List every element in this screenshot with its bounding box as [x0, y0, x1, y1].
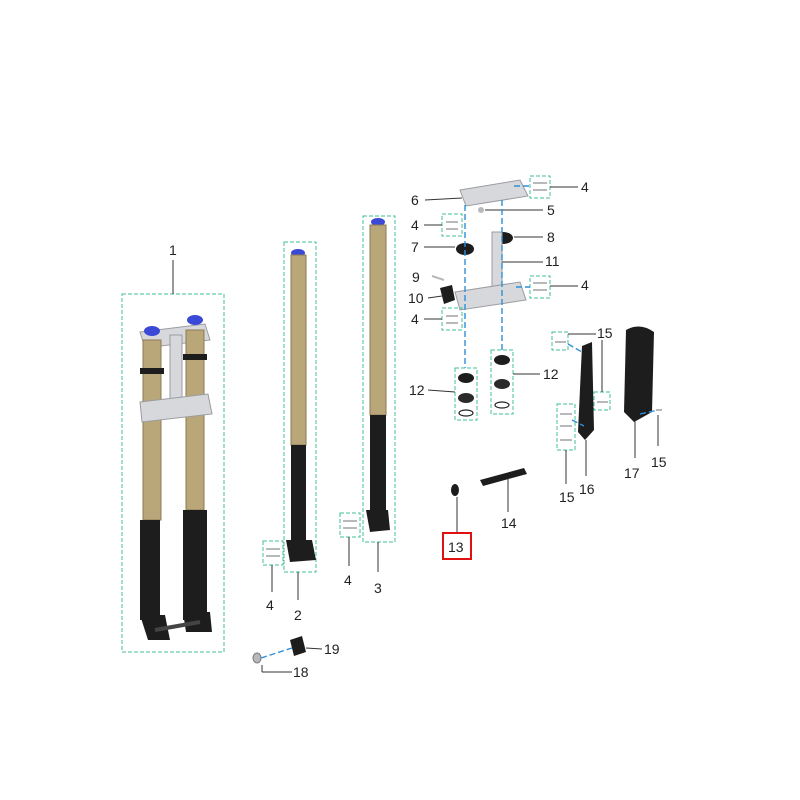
part-12a-bearing-top [458, 373, 474, 383]
part-1-left-lower-leg [140, 520, 160, 620]
part-16-fork-guard-left[interactable]: 16 [578, 342, 595, 497]
part-3-upper-tube [369, 224, 387, 416]
callout-7: 7 [411, 239, 419, 255]
part-7-bearing[interactable] [456, 243, 474, 255]
triple-clamp-group: 6 4 5 4 7 8 11 9 10 [408, 175, 589, 421]
part-19-clamp-body [290, 636, 306, 656]
part-15a-bracket [551, 331, 569, 351]
part-14-axle-body [480, 468, 527, 486]
part-15-guard-bolts[interactable]: 15 15 [551, 325, 613, 505]
part-18-bolt[interactable]: 18 [252, 647, 309, 680]
part-12a-bearing-mid [458, 393, 474, 403]
part-4a-bracket [262, 540, 284, 566]
part-12b-seal [494, 401, 510, 409]
part-10-leader [427, 295, 443, 299]
part-12a-leader [427, 389, 456, 393]
callout-4e: 4 [581, 277, 589, 293]
part-12b-bracket[interactable] [490, 349, 514, 415]
callout-2: 2 [294, 607, 302, 623]
callout-8: 8 [547, 229, 555, 245]
callout-18: 18 [293, 664, 309, 680]
part-4b-bracket [339, 512, 361, 538]
part-2-lower-leg [291, 445, 306, 540]
part-2-foot [286, 540, 316, 562]
part-1-left-guard-strap [140, 368, 164, 374]
callout-11: 11 [545, 253, 560, 269]
part-6-leader [424, 197, 463, 201]
callout-6: 6 [411, 192, 419, 208]
part-12b-bearing-mid [494, 379, 510, 389]
part-9-bolt[interactable] [431, 275, 445, 281]
callout-12a: 12 [409, 382, 425, 398]
part-1-bottom-clamp [139, 393, 213, 423]
callout-17: 17 [624, 465, 640, 481]
part-18-axis [260, 647, 293, 659]
callout-3: 3 [374, 580, 382, 596]
part-16-guard-body [578, 342, 594, 440]
callout-14: 14 [501, 515, 517, 531]
callout-15b: 15 [559, 489, 575, 505]
part-6-top-triple-clamp[interactable] [459, 179, 529, 207]
part-15c-axis [571, 419, 585, 427]
callout-4a: 4 [266, 597, 274, 613]
callout-4d: 4 [411, 217, 419, 233]
part-3-cap [371, 218, 385, 226]
part-19-leader [305, 647, 323, 650]
callout-12b: 12 [543, 366, 559, 382]
part-19-clamp[interactable]: 19 [290, 636, 340, 657]
part-1-right-lower-leg [183, 510, 207, 620]
part-1-right-cap [187, 315, 203, 325]
part-17-guard-body [624, 326, 654, 422]
part-2-upper-tube [290, 254, 307, 446]
part-11-steering-stem[interactable] [491, 231, 503, 293]
part-3-lower-leg [370, 415, 386, 510]
part-1-right-guard-strap [183, 354, 207, 360]
part-4-bolts-fork-2[interactable]: 4 [262, 540, 284, 613]
callout-1: 1 [169, 242, 177, 258]
part-1-steering-stem [169, 334, 183, 406]
part-4f-bracket[interactable] [441, 307, 463, 331]
part-1-axle [154, 620, 201, 632]
part-10-bracket[interactable] [440, 285, 455, 304]
part-4e-bracket[interactable] [529, 275, 551, 299]
part-1-fork-assembly[interactable]: 1 [121, 242, 225, 653]
part-2-bracket [283, 241, 317, 573]
part-14-front-axle[interactable]: 14 [480, 468, 527, 531]
part-15a-axis [567, 343, 583, 353]
callout-16: 16 [579, 481, 595, 497]
part-12a-bracket[interactable] [454, 367, 478, 421]
bottom-triple-clamp[interactable] [454, 281, 527, 311]
part-12b-bearing-top [494, 355, 510, 365]
part-1-axle-foot [140, 612, 212, 640]
part-4-bolts-fork-3[interactable]: 4 [339, 512, 361, 588]
part-13-highlight-box [442, 532, 472, 560]
callout-15a: 15 [597, 325, 613, 341]
part-17-fork-guard-right[interactable]: 17 15 [624, 326, 667, 481]
part-5-pin[interactable] [478, 207, 484, 213]
callout-4f: 4 [411, 311, 419, 327]
callout-13: 13 [448, 539, 464, 555]
callout-5: 5 [547, 202, 555, 218]
part-13-axle-bolt[interactable]: 13 [442, 484, 472, 560]
part-2-left-fork-leg[interactable]: 2 [283, 241, 317, 623]
callout-19: 19 [324, 641, 340, 657]
part-12a-seal [458, 409, 474, 417]
part-1-left-upper-tube [142, 339, 162, 521]
callout-4c: 4 [581, 179, 589, 195]
part-3-foot [366, 510, 390, 532]
part-17-axis [639, 409, 659, 415]
part-3-right-fork-leg[interactable]: 3 [362, 215, 396, 596]
callout-4b: 4 [344, 572, 352, 588]
part-13-bolt-head [451, 484, 459, 496]
part-3-bracket [362, 215, 396, 543]
part-18-bolt-head [252, 652, 262, 664]
callout-9: 9 [412, 269, 420, 285]
callout-10: 10 [408, 290, 424, 306]
part-4c-bracket[interactable] [529, 175, 551, 199]
part-4d-bracket[interactable] [441, 213, 463, 237]
part-1-left-cap [144, 326, 160, 336]
callout-15c: 15 [651, 454, 667, 470]
